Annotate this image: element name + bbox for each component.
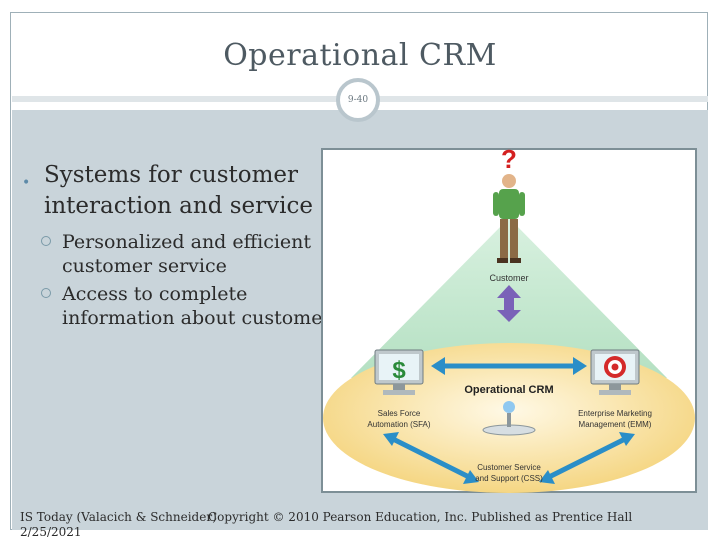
bullet-list: • Systems for customer interaction and s… [22, 160, 332, 330]
css-label-line2: and Support (CSS) [475, 474, 543, 483]
bullet-marker-icon: • [22, 175, 31, 191]
bullet-level1: • Systems for customer interaction and s… [22, 160, 332, 222]
bullet-level2-text: Personalized and efficient customer serv… [62, 231, 312, 277]
center-label: Operational CRM [464, 384, 553, 396]
footer-source-line1: IS Today (Valacich & Schneider) [20, 510, 217, 524]
customer-person-icon [493, 174, 525, 263]
diagonal-arrows-icon [383, 432, 635, 484]
sfa-label-line1: Sales Force [378, 409, 421, 418]
slide-title: Operational CRM [223, 38, 497, 73]
dollar-icon: $ [392, 357, 406, 384]
bullet-level2-text: Access to complete information about cus… [62, 283, 332, 329]
footer-source: IS Today (Valacich & Schneider) 2/25/202… [20, 510, 217, 540]
operational-crm-diagram: ? Customer $ Operational CRM Sales Force… [321, 148, 697, 493]
page-number-badge: 9-40 [336, 78, 380, 122]
emm-label-line1: Enterprise Marketing [578, 409, 652, 418]
circle-bullet-icon [41, 236, 51, 246]
service-bell-icon [482, 401, 536, 436]
footer-band [12, 506, 708, 530]
question-mark-icon: ? [501, 148, 517, 174]
bullet-level1-text: Systems for customer interaction and ser… [44, 162, 313, 219]
css-label-line1: Customer Service [477, 463, 541, 472]
bullet-level2: Personalized and efficient customer serv… [22, 230, 332, 278]
customer-arrow-icon [497, 285, 521, 322]
footer-copyright: Copyright © 2010 Pearson Education, Inc.… [208, 510, 633, 524]
customer-label: Customer [489, 273, 528, 283]
horizontal-arrow-icon [431, 357, 587, 375]
page-number: 9-40 [347, 95, 369, 105]
dollar-computer-icon [374, 349, 424, 395]
sfa-label-line2: Automation (SFA) [367, 420, 430, 429]
target-computer-icon [590, 349, 640, 395]
circle-bullet-icon [41, 288, 51, 298]
footer-date: 2/25/2021 [20, 525, 82, 539]
emm-label-line2: Management (EMM) [579, 420, 652, 429]
bullet-level2: Access to complete information about cus… [22, 282, 332, 330]
